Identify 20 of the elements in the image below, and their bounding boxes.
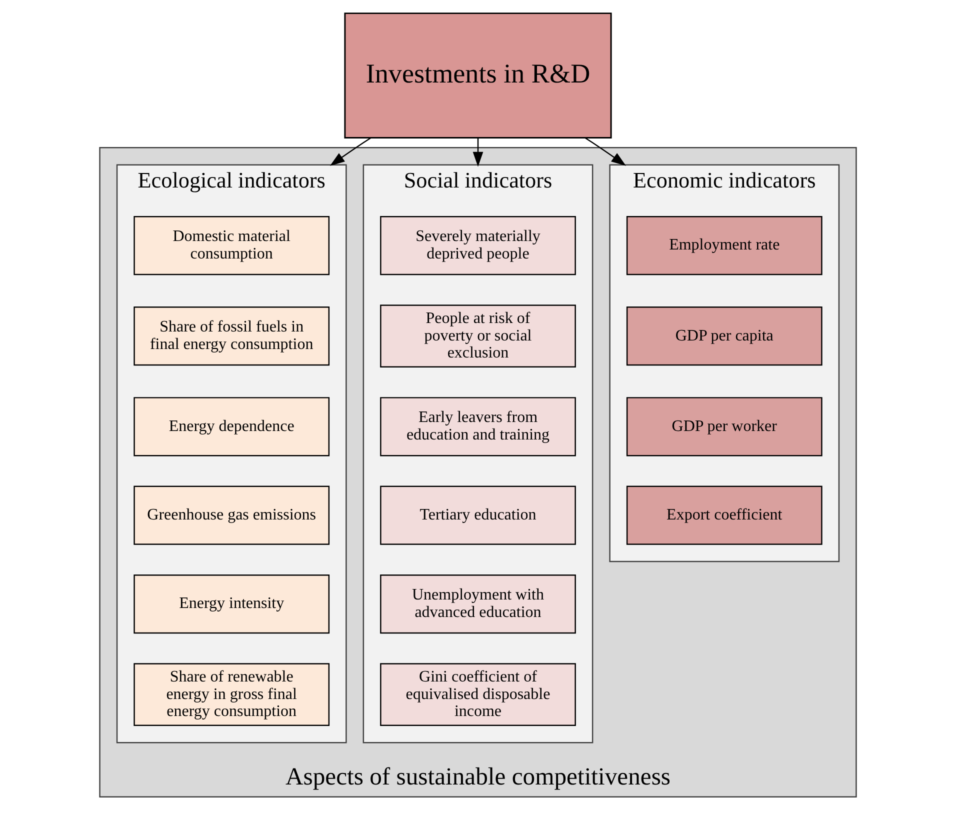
node-box: Investments in R&D: [344, 12, 612, 138]
arrow: [330, 137, 372, 166]
node-box: Greenhouse gas emissions: [134, 486, 330, 545]
node-box: People at risk of poverty or social exclusion: [380, 304, 576, 368]
node-box: Export coefficient: [626, 486, 822, 545]
node-box: Severely materially deprived people: [380, 216, 576, 276]
node-box: Energy dependence: [134, 397, 330, 456]
arrow: [584, 137, 626, 166]
node-box: Share of fossil fuels in final energy consumption: [134, 306, 330, 366]
node-box: GDP per worker: [626, 397, 822, 456]
node-box: GDP per capita: [626, 306, 822, 366]
node-box: Gini coefficient of equivalised disposable income: [380, 663, 576, 726]
node-box: Employment rate: [626, 216, 822, 276]
arrow: [472, 138, 484, 167]
node-box: Share of renewable energy in gross final energy consumption: [134, 663, 330, 726]
node-box: Energy intensity: [134, 574, 330, 634]
node-box: Unemployment with advanced education: [380, 574, 576, 634]
node-box: Early leavers from education and training: [380, 397, 576, 456]
node-box: Domestic material consumption: [134, 216, 330, 276]
node-box: Tertiary education: [380, 486, 576, 545]
